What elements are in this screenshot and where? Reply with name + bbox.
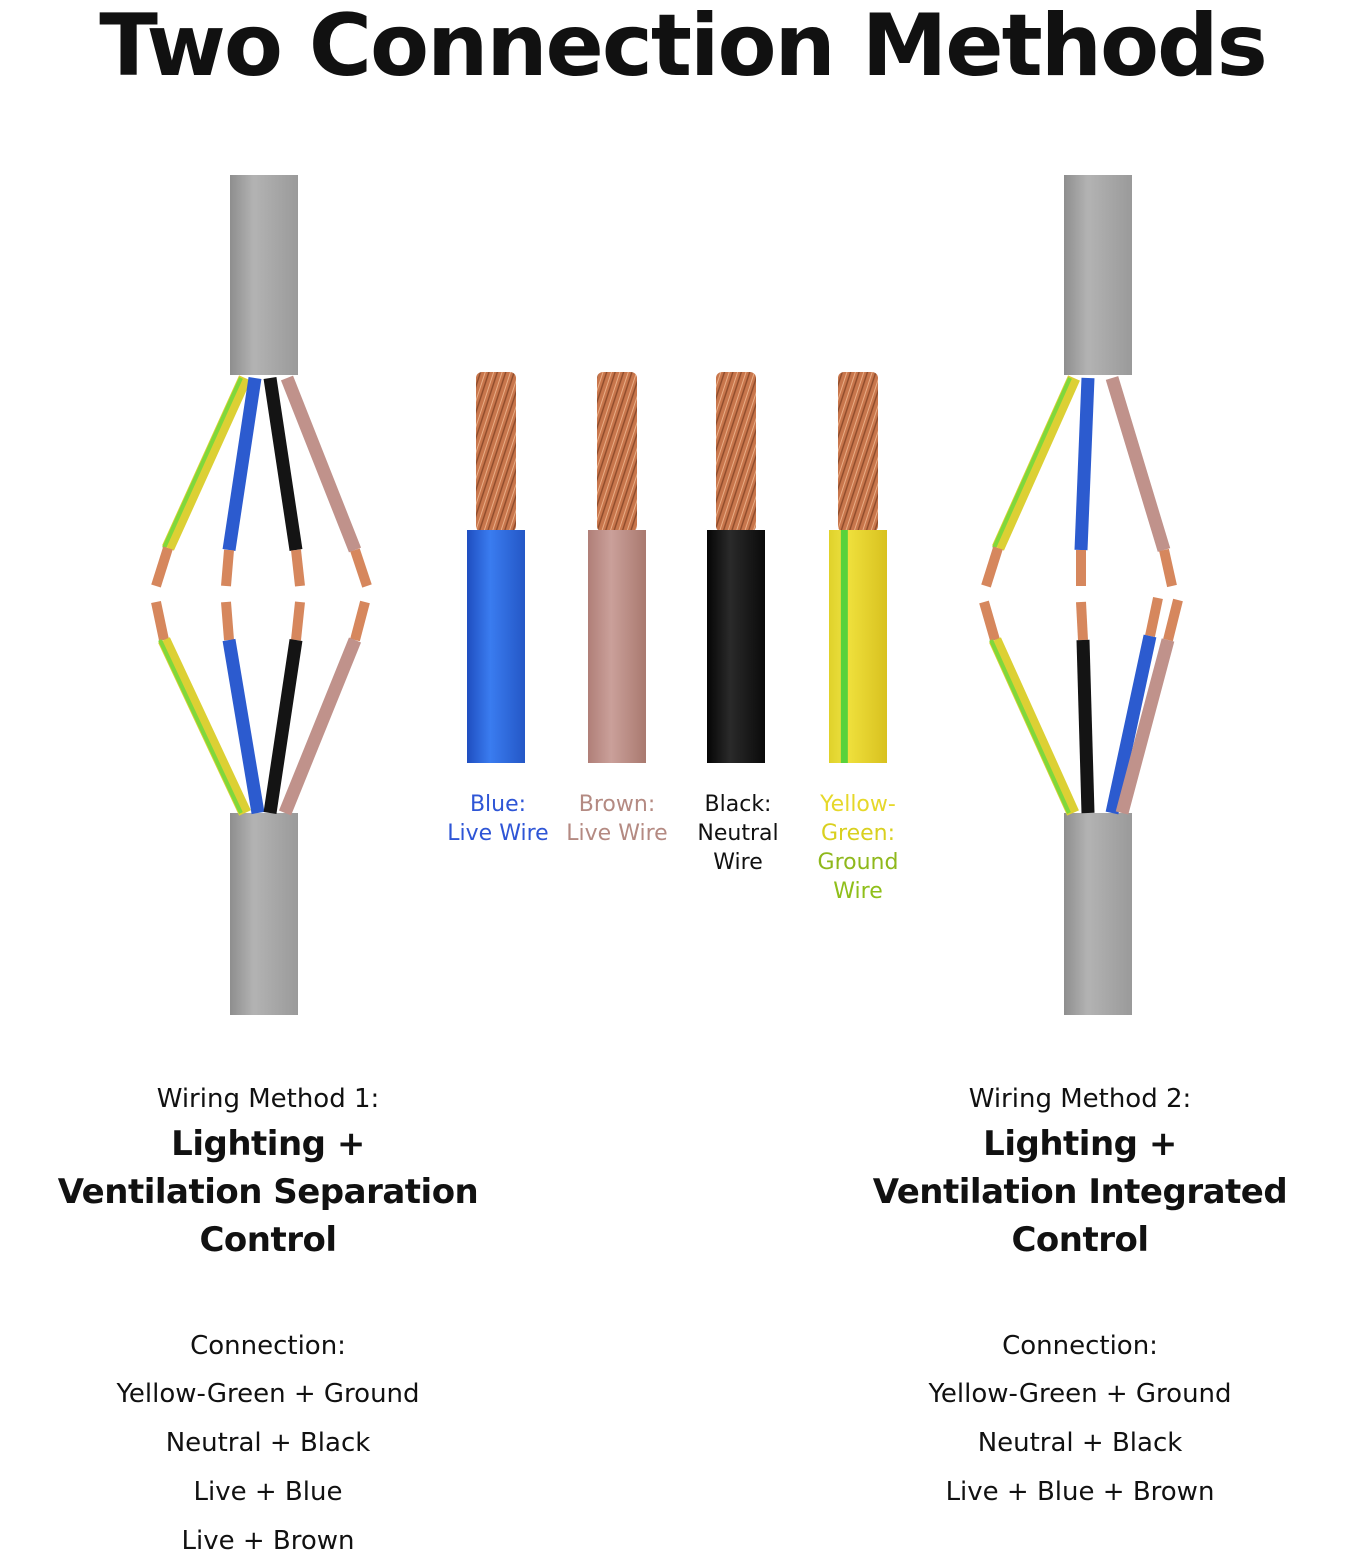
copper-tip xyxy=(291,601,305,641)
copper-tip xyxy=(350,600,370,642)
yellow-green-insulation xyxy=(829,530,887,763)
brown-wire xyxy=(280,375,362,553)
cable-sheath-bottom xyxy=(230,813,298,1015)
connection-line: Yellow-Green + Ground xyxy=(928,1379,1232,1409)
blue-insulation xyxy=(467,530,525,763)
copper-tip xyxy=(1163,598,1183,642)
yellow-green-wire xyxy=(992,375,1080,551)
copper-tip xyxy=(981,546,1003,588)
wire-label-line: Yellow- xyxy=(820,792,896,817)
copper-strands xyxy=(838,372,878,532)
copper-tip xyxy=(221,601,234,641)
black-wire xyxy=(263,377,303,551)
black-wire-sample xyxy=(707,372,765,763)
wire-label-line: Live Wire xyxy=(566,821,668,846)
copper-tip xyxy=(979,600,1000,642)
page-title: Two Connection Methods xyxy=(99,0,1268,96)
copper-strands xyxy=(716,372,756,532)
yellow-green-wire xyxy=(158,637,251,816)
copper-tip xyxy=(1159,548,1177,588)
copper-tip xyxy=(151,546,173,588)
cable-sheath-top xyxy=(1064,175,1132,375)
connection-title: Connection: xyxy=(1002,1331,1158,1361)
method-subtitle: Wiring Method 2: xyxy=(968,1084,1192,1114)
yellow-green-wire-sample xyxy=(829,372,887,763)
method-heading: Lighting + xyxy=(983,1124,1177,1164)
connection-line: Neutral + Black xyxy=(977,1428,1183,1458)
green-stripe xyxy=(158,639,243,814)
green-stripe xyxy=(989,639,1071,814)
cable-sheath-bottom xyxy=(1064,813,1132,1015)
brown-wire xyxy=(278,637,362,816)
method1-description: Wiring Method 1: Lighting + Ventilation … xyxy=(0,1082,548,1566)
connection-line: Yellow-Green + Ground xyxy=(116,1379,420,1409)
wire-label-line: Ground xyxy=(817,850,899,875)
copper-tip xyxy=(291,549,305,587)
blue-wire xyxy=(1074,377,1095,551)
blue-wire xyxy=(1105,634,1157,815)
wire-label-line: Wire xyxy=(833,879,883,904)
connection-line: Live + Brown xyxy=(181,1526,355,1556)
brown-wire xyxy=(1115,638,1175,815)
brown-insulation xyxy=(588,530,646,763)
wire-label-black: Black: Neutral Wire xyxy=(676,790,800,877)
brown-wire xyxy=(1105,376,1171,552)
wire-label-line: Green: xyxy=(820,821,896,846)
method2-description: Wiring Method 2: Lighting + Ventilation … xyxy=(800,1082,1360,1517)
yellow-green-wire xyxy=(162,375,251,551)
copper-tip xyxy=(151,600,169,642)
brown-wire-sample xyxy=(588,372,646,763)
wire-label-yellow-green: Yellow- Green: Ground Wire xyxy=(796,790,920,906)
copper-strands xyxy=(476,372,516,532)
wire-label-line: Blue: xyxy=(469,792,527,817)
method1-cable-illustration xyxy=(151,175,372,1015)
green-stripe xyxy=(162,377,243,549)
copper-strands xyxy=(597,372,637,532)
copper-tip xyxy=(221,549,234,587)
black-wire xyxy=(263,639,303,814)
method-heading: Lighting + xyxy=(171,1124,365,1164)
method-heading: Ventilation Separation Control xyxy=(57,1172,479,1260)
connection-line: Live + Blue + Brown xyxy=(945,1477,1215,1507)
copper-tip xyxy=(350,548,372,588)
wiring-diagram xyxy=(151,175,1183,1015)
wire-label-line: Brown: xyxy=(578,792,656,817)
blue-wire xyxy=(222,377,262,551)
connection-line: Neutral + Black xyxy=(165,1428,371,1458)
blue-wire-sample xyxy=(467,372,525,763)
copper-tip xyxy=(1145,596,1163,638)
green-stripe xyxy=(992,377,1072,549)
method-heading: Ventilation Integrated Control xyxy=(872,1172,1288,1260)
wire-label-brown: Brown: Live Wire xyxy=(555,790,679,848)
method2-cable-illustration xyxy=(979,175,1183,1015)
blue-wire xyxy=(222,638,265,815)
connection-title: Connection: xyxy=(190,1331,346,1361)
black-insulation xyxy=(707,530,765,763)
yellow-green-wire xyxy=(989,637,1079,816)
black-wire xyxy=(1076,639,1095,814)
wire-label-line: Black: xyxy=(704,792,772,817)
copper-tip xyxy=(1076,601,1088,641)
wire-label-blue: Blue: Live Wire xyxy=(436,790,560,848)
wire-label-line: Wire xyxy=(713,850,763,875)
wire-label-line: Neutral xyxy=(697,821,779,846)
connection-line: Live + Blue xyxy=(193,1477,343,1507)
cable-sheath-top xyxy=(230,175,298,375)
method-subtitle: Wiring Method 1: xyxy=(156,1084,380,1114)
wire-label-line: Live Wire xyxy=(447,821,549,846)
